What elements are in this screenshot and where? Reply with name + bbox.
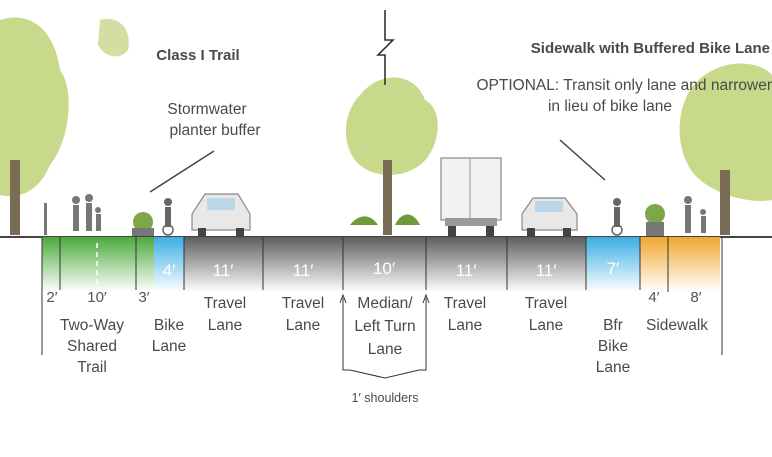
heading-class-i-trail: Class I Trail	[156, 47, 239, 64]
cyclist-left	[163, 198, 173, 235]
lane-width-travel-3: 11′	[456, 261, 477, 280]
tree-left	[0, 17, 69, 235]
pedestrians-trail	[44, 194, 101, 235]
trail-dim-mid: 10′	[87, 289, 107, 306]
tree-left-small	[98, 19, 129, 56]
lane-buffered-bike-label-line2: Bike	[598, 338, 628, 355]
break-symbol	[378, 10, 393, 85]
lane-travel-2-label-line1: Travel	[282, 295, 325, 312]
lane-median-label-line2: Left Turn	[354, 318, 415, 335]
sidewalk-label: Sidewalk	[646, 317, 708, 334]
lane-width-travel-1: 11′	[213, 261, 234, 280]
optional-note-line1: OPTIONAL: Transit only lane and narrower	[477, 77, 772, 94]
optional-leader-line	[560, 140, 605, 180]
lane-bike-label-line2: Lane	[152, 338, 186, 355]
sidewalk-dim-left: 4′	[648, 289, 659, 306]
lane-travel-3-label-line1: Travel	[444, 295, 487, 312]
stormwater-note-line1: Stormwater	[167, 101, 246, 118]
planter-left	[132, 212, 154, 237]
shoulders-note: 1′ shoulders	[352, 391, 419, 405]
lane-travel-1-label-line1: Travel	[204, 295, 247, 312]
lane-buffered-bike-label-line3: Lane	[596, 359, 630, 376]
lane-median-label-line1: Median/	[357, 295, 413, 312]
truck	[441, 158, 501, 236]
lane-buffered-bike-label-line1: Bfr	[603, 317, 623, 334]
sidewalk-zone	[640, 237, 720, 292]
trail-label-line3: Trail	[77, 359, 107, 376]
planter-right	[645, 204, 665, 236]
lane-width-buffered-bike: 7′	[607, 259, 620, 278]
lane-travel-2-label-line2: Lane	[286, 317, 320, 334]
lane-median-label-line3: Lane	[368, 341, 402, 358]
heading-sidewalk-buffered-bike-lane: Sidewalk with Buffered Bike Lane	[531, 40, 770, 57]
optional-note-line2: in lieu of bike lane	[548, 98, 672, 115]
trail-label-line2: Shared	[67, 338, 117, 355]
lane-travel-4-label-line2: Lane	[529, 317, 563, 334]
trail-dim-left: 2′	[46, 289, 57, 306]
stormwater-note-line2: planter buffer	[169, 122, 260, 139]
trail-label-line1: Two-Way	[60, 317, 124, 334]
car-right	[522, 198, 577, 237]
lane-width-median: 10′	[373, 259, 395, 278]
lane-travel-1-label-line2: Lane	[208, 317, 242, 334]
lane-travel-4-label-line1: Travel	[525, 295, 568, 312]
trail-dim-right: 3′	[138, 289, 149, 306]
stormwater-leader-line	[150, 151, 214, 192]
lane-width-bike: 4′	[163, 261, 176, 280]
pedestrians-sidewalk	[684, 196, 706, 233]
tree-median	[346, 78, 438, 235]
trail-zone	[42, 237, 154, 292]
cyclist-right	[612, 198, 622, 235]
sidewalk-dim-right: 8′	[690, 289, 701, 306]
lane-travel-3-label-line2: Lane	[448, 317, 482, 334]
car-left	[192, 194, 250, 237]
lane-width-travel-4: 11′	[536, 261, 557, 280]
lane-bike-label-line1: Bike	[154, 317, 184, 334]
lane-width-travel-2: 11′	[293, 261, 314, 280]
